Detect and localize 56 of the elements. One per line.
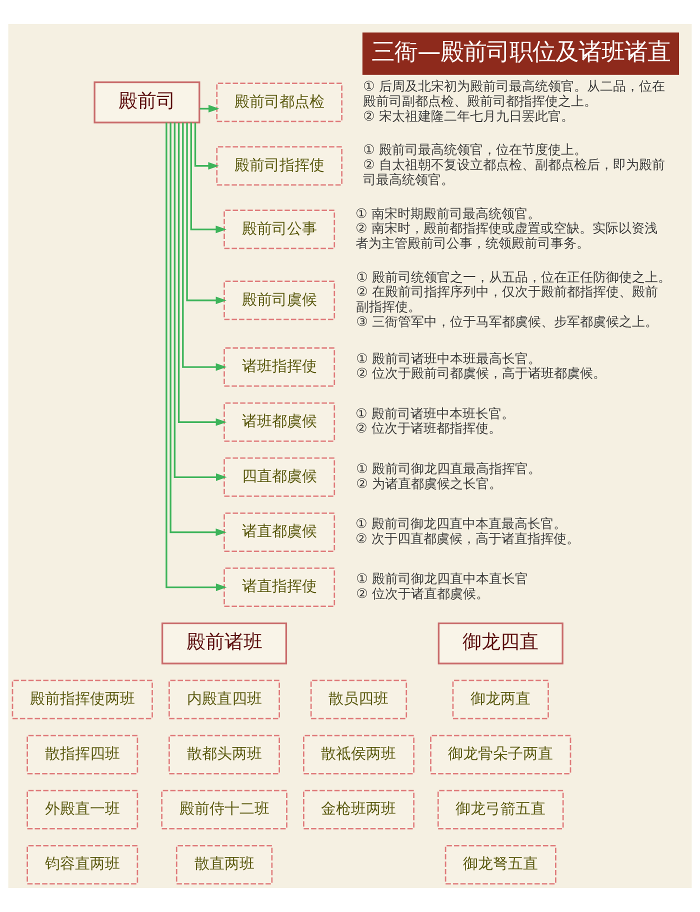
node-label: ① 后周及北宋初为殿前司最高统领官。从二品，位在殿前司副都点检、殿前司都指挥使之上。: [362, 80, 666, 110]
node-label: ② 宋太祖建隆二年七月九日罢此官。: [362, 109, 574, 124]
node-box: 散直两班: [176, 844, 273, 884]
node-box: 诸直指挥使: [224, 568, 336, 608]
node-box: 散员四班: [310, 680, 408, 720]
node-box: 散指挥四班: [26, 734, 138, 774]
node-box: 钧容直两班: [26, 844, 138, 884]
node-label: ① 殿前司最高统领官，位在节度使上。: [362, 143, 588, 158]
node-box: 御龙两直: [452, 680, 549, 720]
node-label: ② 位次于诸班都指挥使。: [356, 422, 502, 437]
arrow: [170, 122, 227, 536]
arrow: [166, 122, 227, 592]
node-box: 御龙弩五直: [444, 844, 556, 884]
node-box: 殿前诸班: [161, 622, 288, 664]
node-box: 御龙四直: [438, 622, 564, 664]
node-box: 内殿直四班: [168, 680, 280, 720]
node-box: 散祗侯两班: [302, 734, 414, 774]
node-box: 殿前司都点检: [216, 82, 342, 122]
node-box: 殿前司指挥使: [216, 146, 342, 186]
node-label: ② 位次于殿前司都虞候，高于诸班都虞候。: [356, 366, 606, 382]
node-label: ① 南宋时期殿前司最高统领官。: [356, 206, 541, 222]
node-box: 外殿直一班: [26, 790, 138, 830]
node-label: ① 殿前司御龙四直中本直最高长官。: [356, 517, 567, 532]
node-box: 殿前司: [94, 81, 200, 124]
node-box: 金枪班两班: [302, 790, 414, 830]
node-label: ① 殿前司统领官之一，从五品，位在正任防御使之上。: [356, 270, 672, 286]
arrow: [178, 122, 227, 426]
node-label: ② 次于四直都虞候，高于诸直指挥使。: [356, 532, 580, 547]
node-box: 四直都虞候: [224, 457, 336, 497]
node-label: ① 殿前司诸班中本班最高长官。: [356, 352, 542, 367]
node-box: 散都头两班: [168, 734, 280, 774]
node-label: ② 位次于诸直都虞候。: [356, 586, 490, 602]
node-label: ② 自太祖朝不复设立都点检、副都点检后，即为殿前司最高统领官。: [362, 158, 666, 188]
node-label: ① 殿前司御龙四直最高指挥官。: [356, 462, 542, 477]
node-box: 诸直都虞候: [224, 512, 336, 552]
node-box: 御龙弓箭五直: [437, 790, 564, 830]
node-label: ① 殿前司诸班中本班长官。: [356, 406, 515, 422]
arrow: [182, 122, 227, 371]
diagram-title: 三衙—殿前司职位及诸班诸直: [371, 38, 671, 66]
node-box: 殿前指挥使两班: [12, 680, 153, 720]
node-label: ③ 三衙管军中，位于马军都虞候、步军都虞候之上。: [356, 314, 658, 330]
node-box: 殿前侍十二班: [161, 790, 288, 830]
arrow: [194, 122, 220, 170]
arrow: [186, 122, 227, 304]
node-label: ② 为诸直都虞候之长官。: [356, 476, 502, 492]
node-label: ① 殿前司御龙四直中本直长官: [356, 572, 528, 588]
node-label: ② 在殿前司指挥序列中，仅次于殿前都指挥使、殿前副指挥使。: [356, 285, 658, 315]
node-box: 御龙骨朵子两直: [430, 734, 572, 774]
node-box: 诸班都虞候: [224, 402, 336, 442]
node-box: 殿前司公事: [224, 210, 336, 250]
node-box: 诸班指挥使: [224, 347, 336, 387]
arrow: [200, 104, 220, 112]
arrow: [174, 122, 227, 481]
node-label: ② 南宋时，殿前都指挥使或虚置或空缺。实际以资浅者为主管殿前司公事，统领殿前司事务。: [356, 222, 658, 252]
node-box: 殿前司虞候: [224, 280, 336, 320]
arrow: [190, 122, 227, 234]
